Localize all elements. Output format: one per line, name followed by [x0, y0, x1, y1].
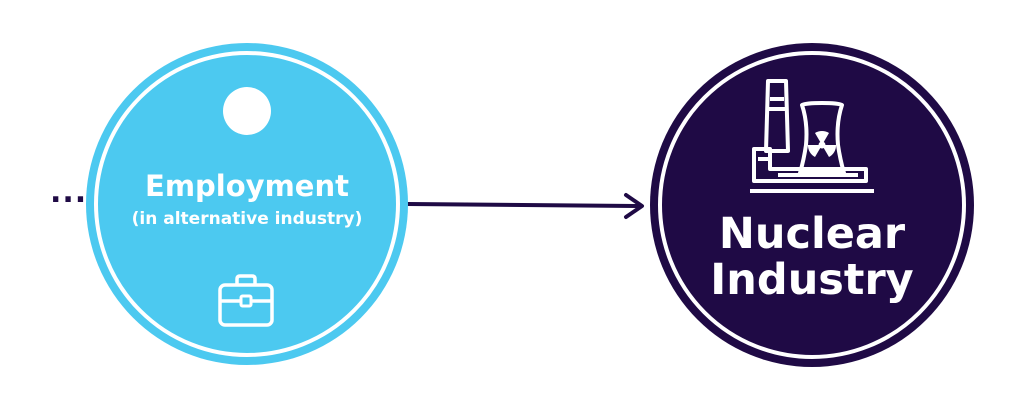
employment-node-ring	[94, 51, 400, 357]
white-dot	[223, 87, 271, 135]
nuclear-title-line1: Nuclear	[718, 209, 906, 259]
nuclear-industry-node[interactable]: Nuclear Industry	[650, 43, 974, 367]
ellipsis: ...	[50, 175, 88, 210]
nuclear-node-ring	[658, 51, 966, 359]
nuclear-title-line2: Industry	[710, 255, 914, 306]
employment-title: Employment	[145, 169, 349, 203]
employment-node[interactable]: Employment (in alternative industry)	[86, 43, 408, 365]
nuclear-title: Nuclear Industry	[650, 211, 974, 304]
employment-subtitle: (in alternative industry)	[131, 209, 363, 229]
nuclear-power-plant-icon	[750, 79, 874, 193]
briefcase-icon	[218, 274, 274, 327]
